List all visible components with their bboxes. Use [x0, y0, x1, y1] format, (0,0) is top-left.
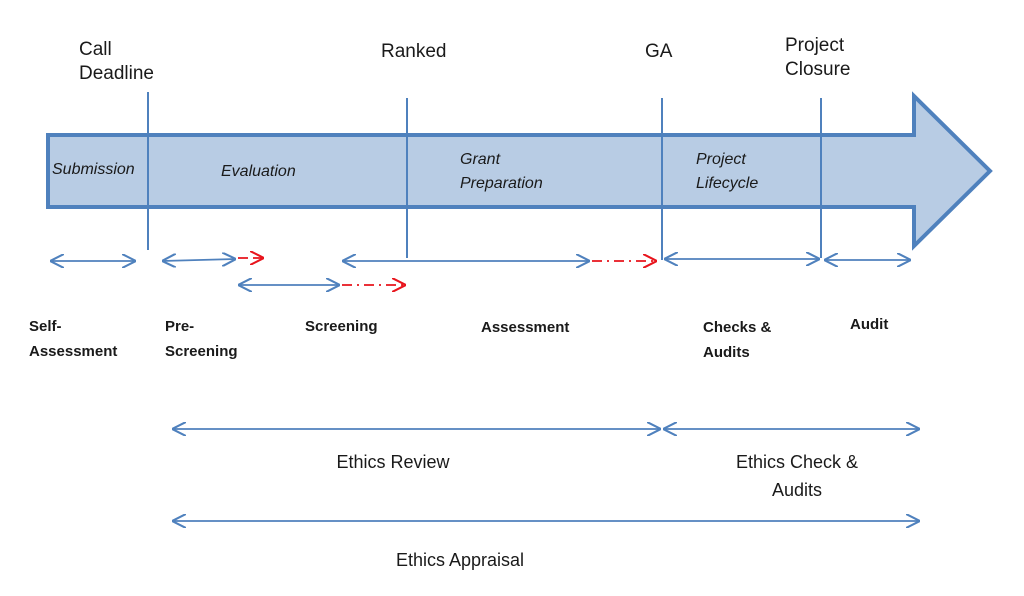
- call-deadline-label: Call Deadline: [79, 39, 154, 84]
- evaluation-phase-label: Evaluation: [221, 163, 296, 180]
- ga-label: GA: [645, 41, 673, 62]
- checks-audits-label: Checks & Audits: [703, 319, 772, 361]
- assessment-label: Assessment: [481, 319, 570, 336]
- self-assessment-label: Self- Assessment: [29, 318, 118, 360]
- project-lifecycle-phase-label: Project Lifecycle: [696, 151, 759, 192]
- audit-label: Audit: [850, 316, 889, 333]
- submission-phase-label: Submission: [52, 161, 135, 178]
- project-closure-label: Project Closure: [785, 35, 851, 80]
- ethics-appraisal-label: Ethics Appraisal: [395, 550, 525, 570]
- pre-screening-label: Pre- Screening: [165, 318, 238, 360]
- timeline-arrow: [46, 91, 993, 251]
- grant-preparation-phase-label: Grant Preparation: [460, 151, 543, 192]
- ethics-review-label: Ethics Review: [336, 452, 450, 472]
- screening-label: Screening: [305, 318, 378, 335]
- ranked-label: Ranked: [381, 41, 447, 62]
- pre-screening-arrow: [162, 259, 236, 261]
- ethics-check-audits-label: Ethics Check & Audits: [735, 452, 859, 500]
